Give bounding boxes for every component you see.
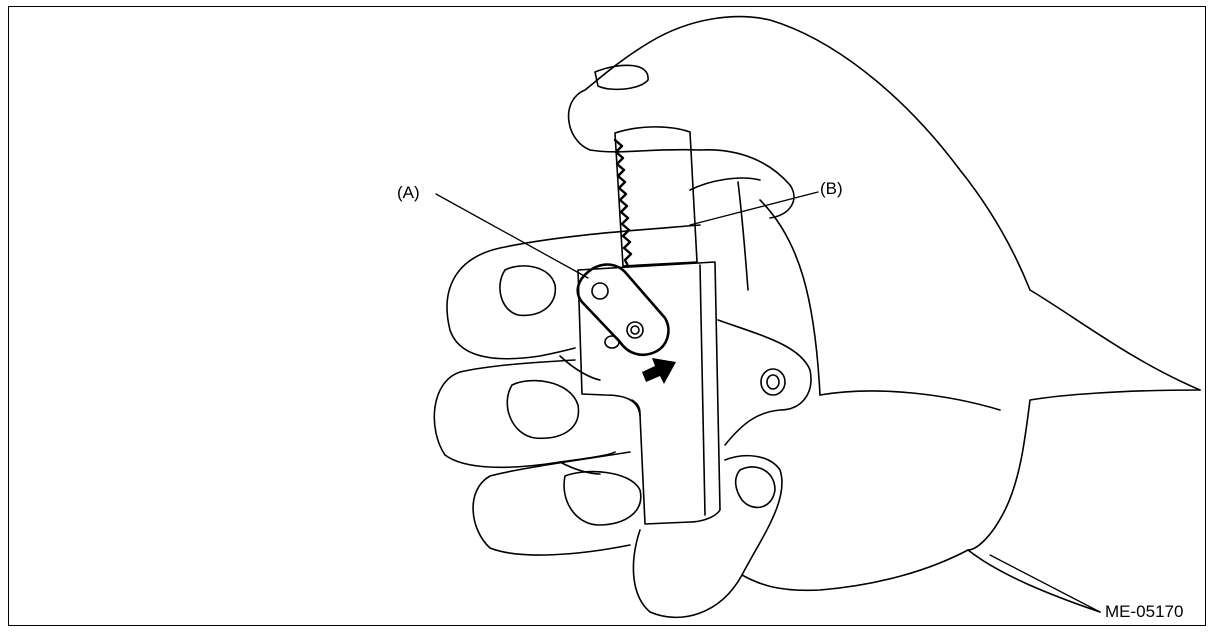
tensioner-body-lower: [631, 399, 641, 416]
stopper-plate-hole-2-inner: [630, 325, 640, 335]
fingers: [433, 224, 783, 619]
leader-line-a: [435, 193, 589, 279]
hand-inner-line: [819, 390, 1001, 411]
bracket-hole: [760, 368, 786, 396]
figure-frame: [8, 6, 1206, 626]
finger-middle-nail: [506, 379, 580, 440]
body-hole: [604, 335, 620, 349]
finger-ring: [472, 451, 631, 556]
callout-b-label: (B): [820, 179, 843, 198]
finger-index-nail: [499, 265, 557, 317]
hand-curve-right: [759, 199, 821, 396]
finger-index: [446, 224, 701, 360]
finger-little-nail: [734, 466, 776, 509]
tensioner-body: [577, 261, 721, 525]
hand-back-contour: [649, 15, 1201, 391]
finger-little: [632, 454, 783, 619]
thumb-side: [699, 149, 795, 219]
figure-code-label: ME-05170: [1105, 602, 1184, 621]
push-rod: [614, 126, 698, 267]
stopper-plate-hole-2: [626, 321, 644, 339]
thumb-top: [567, 41, 701, 153]
direction-arrow-icon: [642, 358, 676, 384]
callout-a-label: (A): [397, 183, 420, 202]
tensioner-assembly: [576, 126, 812, 525]
push-rod-thread: [613, 138, 633, 268]
knuckle-line-1: [559, 355, 601, 381]
bracket-hole-inner: [766, 374, 780, 390]
leader-line-figure-code: [989, 554, 1101, 613]
stopper-plate-hole-1: [591, 282, 609, 300]
mounting-bracket: [717, 319, 812, 446]
palm-crease-mid: [737, 181, 749, 291]
finger-ring-nail: [563, 470, 642, 526]
wrist-crease: [967, 549, 1101, 613]
tensioner-body-edge: [699, 264, 706, 516]
hand-outline: [567, 15, 1201, 613]
palm-lower-contour: [741, 549, 969, 592]
knuckle-line-2: [559, 461, 601, 475]
wrist-lower-contour: [967, 389, 1201, 551]
stopper-plate: [576, 263, 670, 356]
thumb-nail: [594, 64, 649, 91]
palm-crease-upper: [689, 177, 761, 191]
leader-line-b: [689, 191, 819, 226]
